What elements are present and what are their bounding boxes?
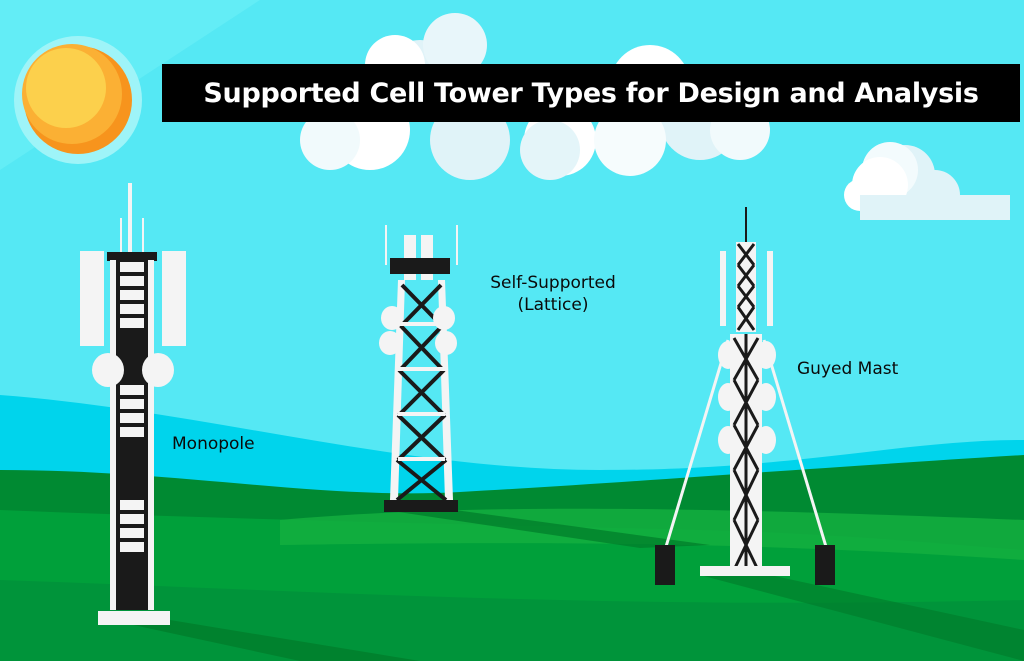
lattice-label-line2: (Lattice) xyxy=(517,295,589,315)
tower-shadow xyxy=(385,510,710,548)
tower-shadow xyxy=(110,620,420,661)
cloud xyxy=(844,142,1010,220)
page-title: Supported Cell Tower Types for Design an… xyxy=(203,77,979,109)
monopole-tower xyxy=(80,183,186,625)
lattice-label-line1: Self-Supported xyxy=(490,273,616,293)
title-banner: Supported Cell Tower Types for Design an… xyxy=(162,64,1020,122)
monopole-label: Monopole xyxy=(172,434,255,454)
lattice-label: Self-Supported (Lattice) xyxy=(468,272,638,316)
guyed-mast-label: Guyed Mast xyxy=(797,359,899,379)
guyed-mast-tower xyxy=(655,207,835,585)
lattice-tower xyxy=(379,225,458,512)
sun-icon xyxy=(14,36,142,164)
tower-shadow xyxy=(700,575,1024,661)
